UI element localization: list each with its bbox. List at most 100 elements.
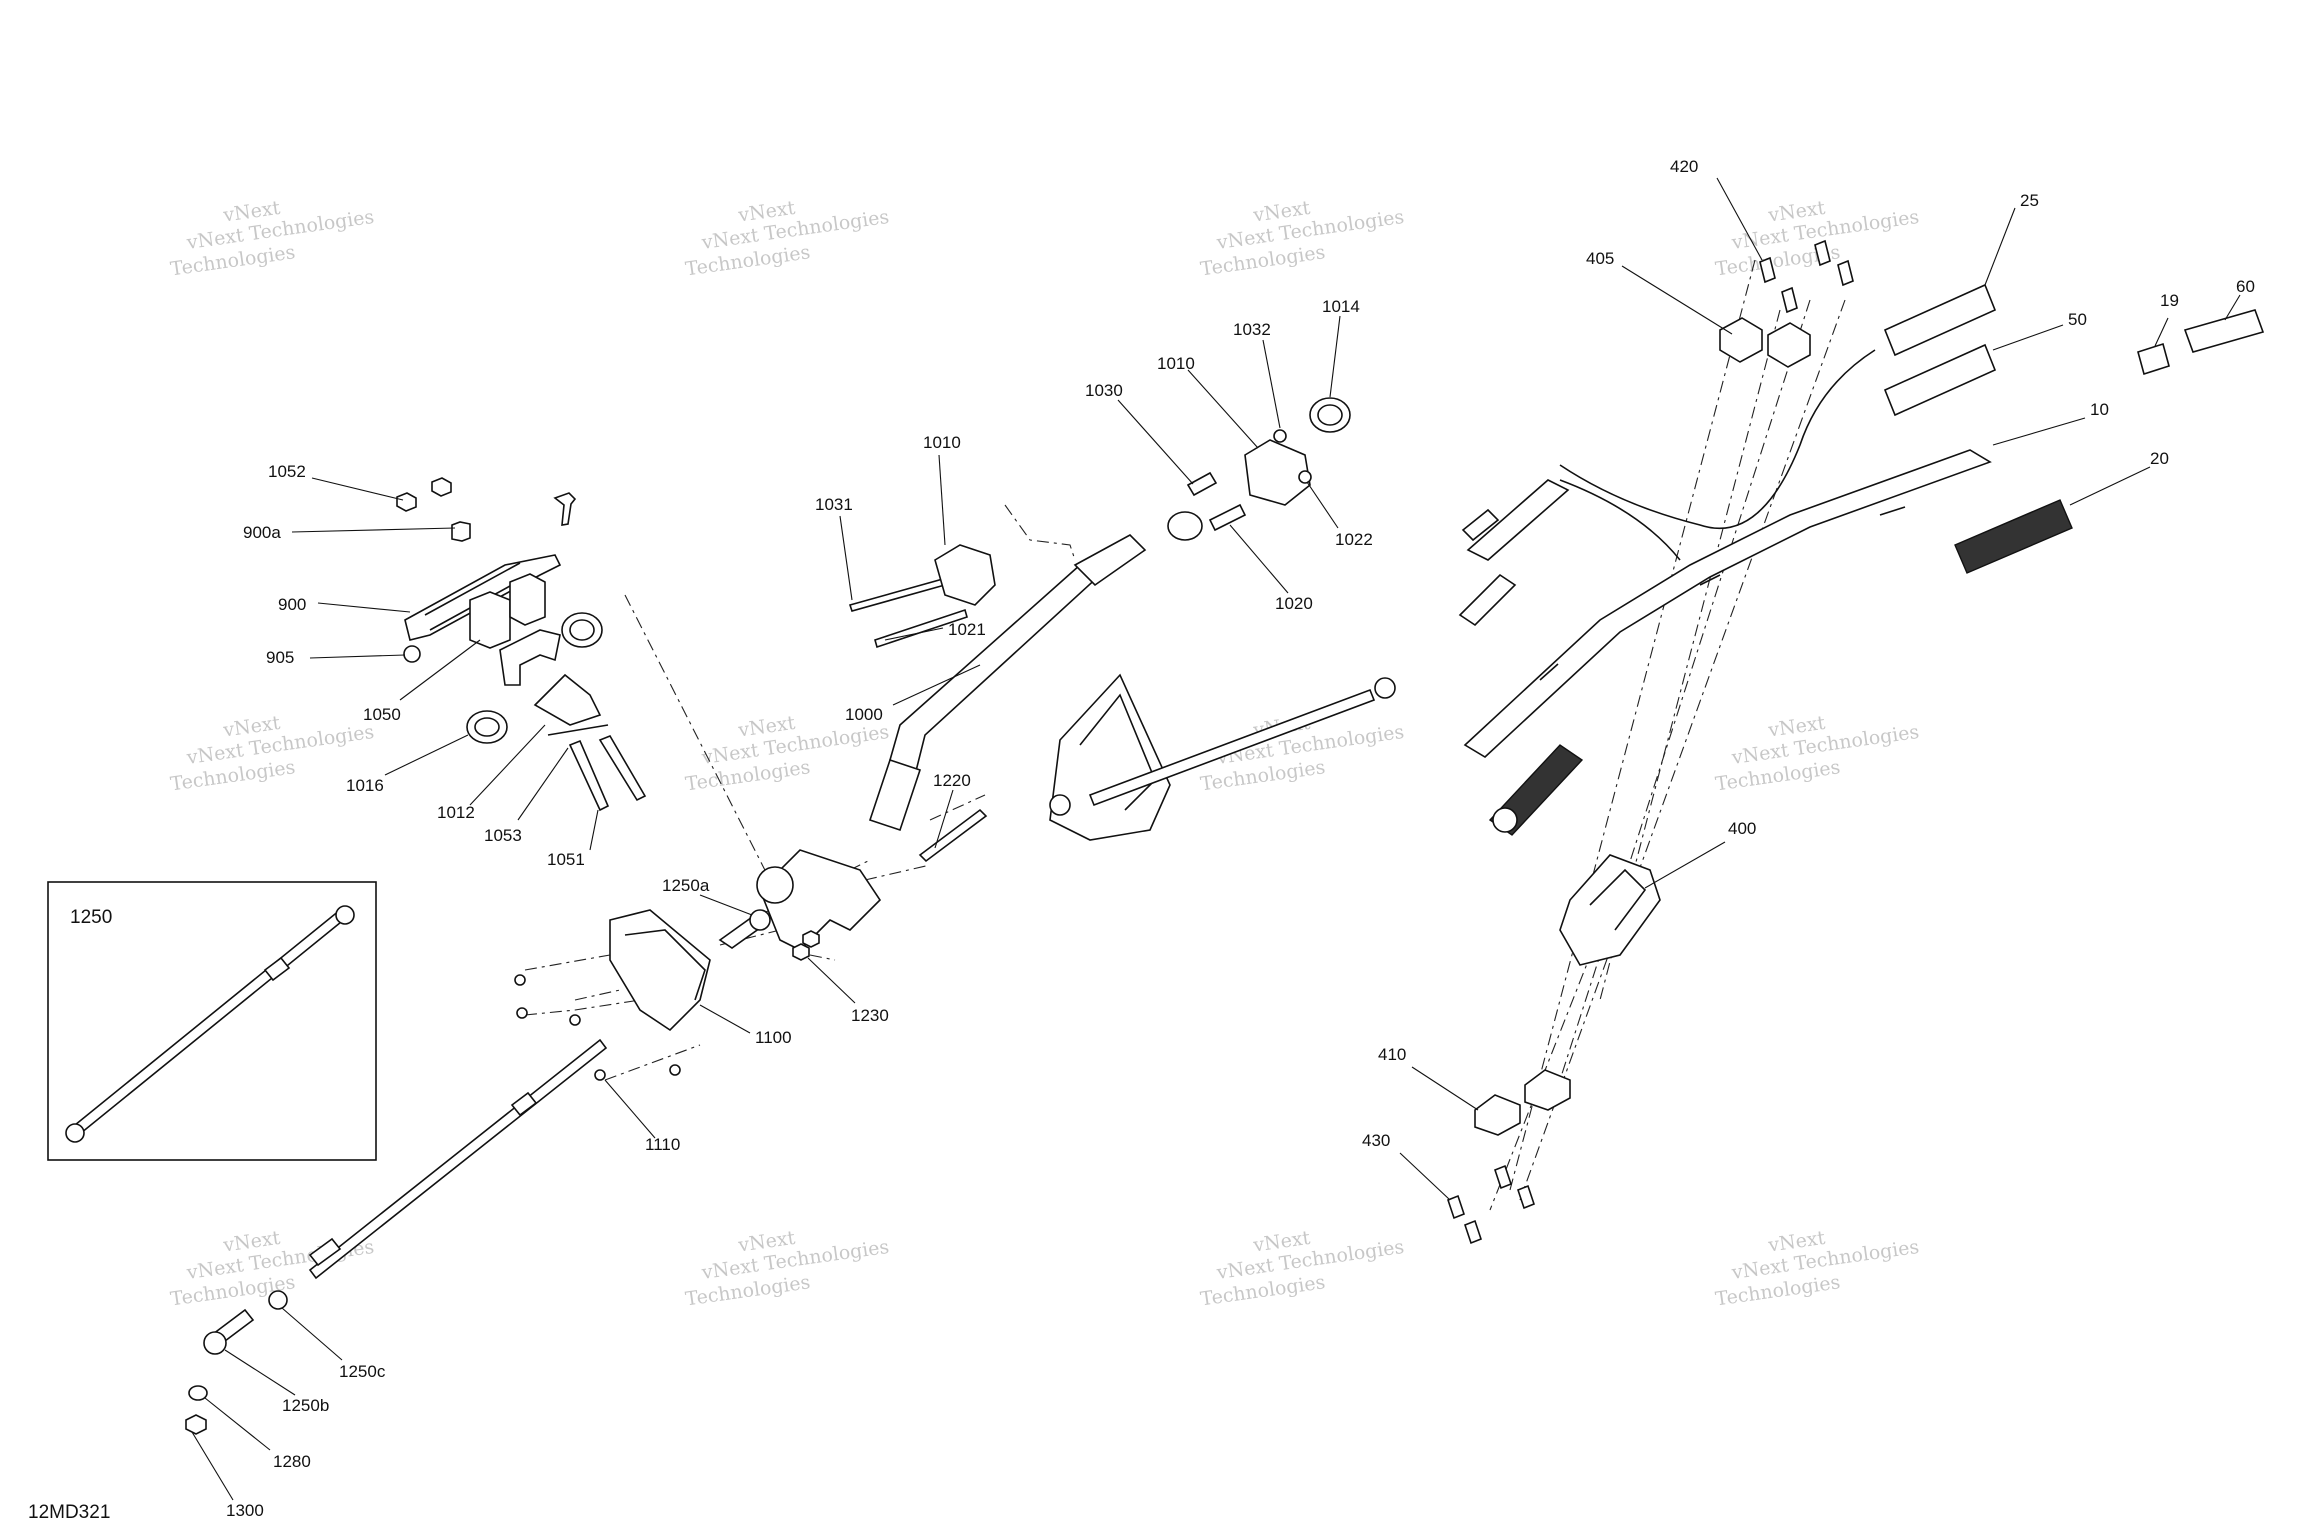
bushing-ring-1014-inner bbox=[1317, 404, 1343, 426]
callout-400: 400 bbox=[1728, 819, 1756, 838]
tie-rod-center-end bbox=[1374, 677, 1396, 699]
switch-405 bbox=[1719, 317, 1763, 363]
watermark: vNext vNext Technologies Technologies bbox=[684, 197, 890, 281]
bolt-1031 bbox=[848, 576, 954, 612]
nut-1300 bbox=[185, 1414, 207, 1435]
bolt-1220 bbox=[918, 808, 988, 863]
steering-column-yoke bbox=[1073, 534, 1147, 587]
grip-20 bbox=[1954, 499, 2073, 574]
callout-420: 420 bbox=[1670, 157, 1698, 176]
watermark: vNext vNext Technologies Technologies bbox=[684, 1227, 890, 1311]
callout-60: 60 bbox=[2236, 277, 2255, 296]
tie-rod-sleeve bbox=[510, 1091, 538, 1117]
clamp-410 bbox=[1474, 1094, 1521, 1136]
bushing-1050 bbox=[469, 591, 511, 649]
bushing-ring-1020 bbox=[1167, 511, 1203, 541]
callout-1014: 1014 bbox=[1322, 297, 1360, 316]
watermark: vNext vNext Technologies Technologies bbox=[1714, 1227, 1920, 1311]
callout-1010: 1010 bbox=[923, 433, 961, 452]
watermark: vNext vNext Technologies Technologies bbox=[1714, 197, 1920, 281]
cable bbox=[1559, 349, 1876, 530]
callout-1012: 1012 bbox=[437, 803, 475, 822]
callout-1250c: 1250c bbox=[339, 1362, 386, 1381]
callout-900: 900 bbox=[278, 595, 306, 614]
diagram-code: 12MD321 bbox=[28, 1502, 110, 1523]
inset-1250: 1250 bbox=[47, 881, 377, 1161]
inset-tie-rod-end-left bbox=[65, 1123, 85, 1143]
callout-1010-b: 1010 bbox=[1157, 354, 1195, 373]
callout-1280: 1280 bbox=[273, 1452, 311, 1471]
callout-1031: 1031 bbox=[815, 495, 853, 514]
grip-400-cap bbox=[1492, 807, 1518, 833]
callout-1110: 1110 bbox=[645, 1135, 680, 1154]
callout-430: 430 bbox=[1362, 1131, 1390, 1150]
callout-1250a: 1250a bbox=[662, 876, 710, 895]
bearing-block-1010-b bbox=[1244, 439, 1311, 506]
pin-1020 bbox=[1208, 503, 1247, 532]
bolt-430-c bbox=[1494, 1164, 1512, 1190]
nut-1052 bbox=[396, 492, 417, 512]
callout-1050: 1050 bbox=[363, 705, 401, 724]
callout-1051: 1051 bbox=[547, 850, 585, 869]
bolt-1032 bbox=[1273, 429, 1287, 443]
callout-905: 905 bbox=[266, 648, 294, 667]
screw bbox=[669, 1064, 681, 1076]
bolt-420-d bbox=[1837, 259, 1854, 287]
bearing-block-1010 bbox=[934, 544, 996, 606]
cap-19 bbox=[2137, 342, 2170, 376]
washer-905 bbox=[403, 645, 421, 663]
bolt-900a bbox=[451, 521, 471, 542]
callout-1300: 1300 bbox=[226, 1501, 264, 1520]
nut-1230-b bbox=[802, 930, 820, 948]
callout-10: 10 bbox=[2090, 400, 2109, 419]
callout-labels: 1052 900a 900 905 1050 1016 1012 1053 10… bbox=[226, 157, 2255, 1520]
screw bbox=[514, 974, 526, 986]
callout-1220: 1220 bbox=[933, 771, 971, 790]
handlebar-upper bbox=[1466, 479, 1570, 561]
bolt-420-b bbox=[1781, 286, 1798, 314]
pitman-arm-assembly bbox=[718, 808, 988, 961]
clamp-410-b bbox=[1524, 1069, 1571, 1111]
callout-19: 19 bbox=[2160, 291, 2179, 310]
pin-1030 bbox=[1186, 471, 1218, 497]
watermark: vNext vNext Technologies Technologies bbox=[1714, 712, 1920, 796]
bracket-boss bbox=[1049, 794, 1071, 816]
watermark-layer: vNext vNext Technologies Technologies vN… bbox=[169, 197, 1920, 1311]
inset-frame bbox=[47, 881, 377, 1161]
switch-405-b bbox=[1767, 322, 1811, 368]
callout-50: 50 bbox=[2068, 310, 2087, 329]
callout-1032: 1032 bbox=[1233, 320, 1271, 339]
callout-1021: 1021 bbox=[948, 620, 986, 639]
callout-1016: 1016 bbox=[346, 776, 384, 795]
tie-rod-assembly bbox=[185, 1038, 608, 1435]
half-clamp-1012-top bbox=[499, 629, 561, 686]
inset-tie-rod-end-right bbox=[335, 905, 355, 925]
leader-lines bbox=[191, 177, 2241, 1501]
screw bbox=[569, 1014, 581, 1026]
screw-1110 bbox=[594, 1069, 606, 1081]
shim-1053 bbox=[547, 724, 609, 736]
callout-1030: 1030 bbox=[1085, 381, 1123, 400]
callout-25: 25 bbox=[2020, 191, 2039, 210]
grip-segment bbox=[1458, 573, 1517, 627]
screw bbox=[516, 1007, 528, 1019]
bushing-1050-b bbox=[509, 573, 546, 626]
ball-joint-1250a-head bbox=[749, 909, 771, 931]
tie-rod-end bbox=[308, 1237, 342, 1267]
bushing-ring-1016-top-inner bbox=[569, 619, 595, 641]
inset-tie-rod bbox=[73, 908, 348, 1135]
handlebar-assembly bbox=[1447, 239, 2265, 1245]
callout-1100: 1100 bbox=[755, 1028, 792, 1047]
tube-50 bbox=[1883, 343, 1997, 417]
nut-1052-b bbox=[431, 477, 452, 497]
bushing-ring-1016-inner bbox=[474, 717, 500, 737]
center-bracket-assembly bbox=[1049, 673, 1396, 841]
handlebar-10-band bbox=[1539, 506, 1906, 681]
bolt-900a-b bbox=[553, 492, 577, 526]
callout-1020: 1020 bbox=[1275, 594, 1313, 613]
tie-rod-center bbox=[1088, 688, 1376, 807]
callout-1022: 1022 bbox=[1335, 530, 1373, 549]
bolt-420 bbox=[1759, 256, 1776, 284]
handlebar-10 bbox=[1463, 449, 1992, 758]
